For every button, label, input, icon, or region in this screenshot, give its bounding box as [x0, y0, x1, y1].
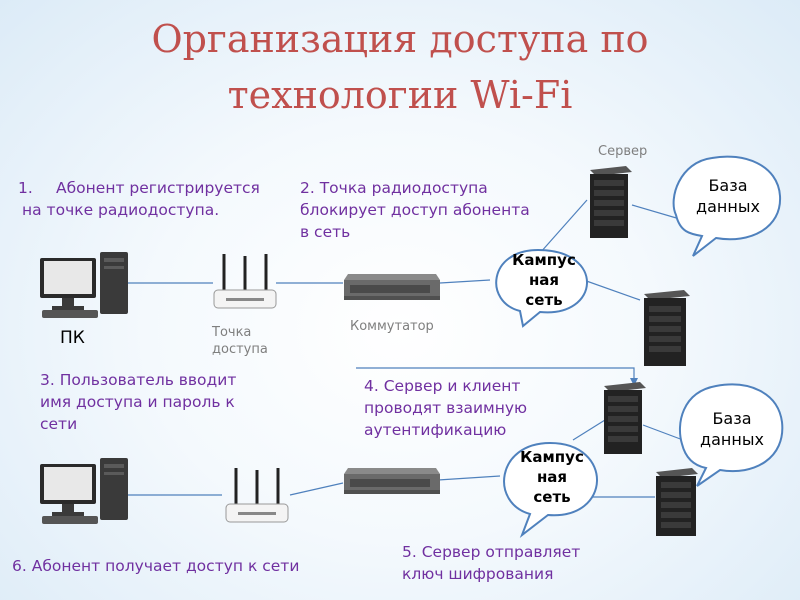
step-3-line-2: имя доступа и пароль к: [40, 393, 235, 411]
step-3-line-3: сети: [40, 415, 78, 433]
db-cloud-bottom-shape: [678, 383, 784, 487]
step-4-line-1: 4. Сервер и клиент: [364, 377, 521, 395]
step-2-line-3: в сеть: [300, 223, 351, 241]
campus-label-line-3: сеть: [525, 291, 563, 309]
step-5-line-2: ключ шифрования: [402, 565, 554, 583]
link-ap-switch-bottom: [289, 482, 344, 496]
pc-icon: [40, 252, 128, 318]
campus-bubble-bottom-shape: [503, 441, 598, 538]
access-point-label-line-1: Точка: [212, 325, 252, 340]
step-2-line-1: 2. Точка радиодоступа: [300, 179, 488, 197]
network-switch-icon: [344, 468, 440, 494]
network-switch-icon: [344, 274, 440, 300]
server-icon: [604, 382, 646, 454]
server-icon: [644, 290, 690, 366]
db-label-line-1: База: [712, 409, 752, 428]
arrow-step4-server: [356, 367, 635, 380]
link-switch-campus-bottom: [437, 475, 501, 481]
wifi-router-icon: [213, 254, 277, 309]
db-label-line-2: данных: [696, 197, 760, 216]
link-campus-server-bottom-1: [572, 419, 606, 441]
step-2-line-2: блокирует доступ абонента: [300, 201, 530, 219]
switch-label: Коммутатор: [350, 319, 434, 334]
db-cloud-top: База данных: [680, 175, 776, 217]
server-label: Сервер: [598, 144, 648, 159]
link-server-db-bottom: [642, 424, 684, 441]
link-switch-campus-top: [439, 279, 491, 284]
step-1-line-1: Абонент регистрируется: [56, 179, 260, 197]
step-1-number: 1.: [18, 179, 33, 197]
step-4-line-2: проводят взаимную: [364, 399, 528, 417]
step-5-line-1: 5. Сервер отправляет: [402, 543, 581, 561]
access-point-label-line-2: доступа: [212, 342, 268, 357]
campus-label-line-1: Кампус: [512, 251, 576, 269]
campus-bubble-bottom: Кампус ная сеть: [505, 447, 599, 507]
campus-bubble-top: Кампус ная сеть: [498, 250, 590, 310]
page-title-line-1: Организация доступа по: [151, 17, 649, 61]
campus-label-line-1: Кампус: [520, 448, 584, 466]
campus-bubble-top-shape: [495, 248, 588, 328]
campus-label-line-3: сеть: [533, 488, 571, 506]
step-4-line-3: аутентификацию: [364, 421, 507, 439]
step-1-line-2: на точке радиодоступа.: [22, 201, 220, 219]
link-campus-server-top: [539, 199, 588, 254]
campus-label-line-2: ная: [536, 468, 568, 486]
db-cloud-bottom: База данных: [684, 408, 780, 450]
wifi-router-icon: [225, 468, 289, 523]
page-title-line-2: технологии Wi-Fi: [227, 73, 573, 117]
db-label-line-1: База: [708, 176, 748, 195]
step-6: 6. Абонент получает доступ к сети: [12, 557, 300, 575]
db-cloud-top-shape: [672, 155, 782, 257]
pc-icon: [40, 458, 128, 524]
campus-label-line-2: ная: [528, 271, 560, 289]
server-icon: [590, 166, 632, 238]
server-icon: [656, 468, 698, 536]
pc-label: ПК: [60, 328, 85, 348]
step-3-line-1: 3. Пользователь вводит: [40, 371, 237, 389]
link-campus-server-lower: [577, 277, 641, 301]
db-label-line-2: данных: [700, 430, 764, 449]
